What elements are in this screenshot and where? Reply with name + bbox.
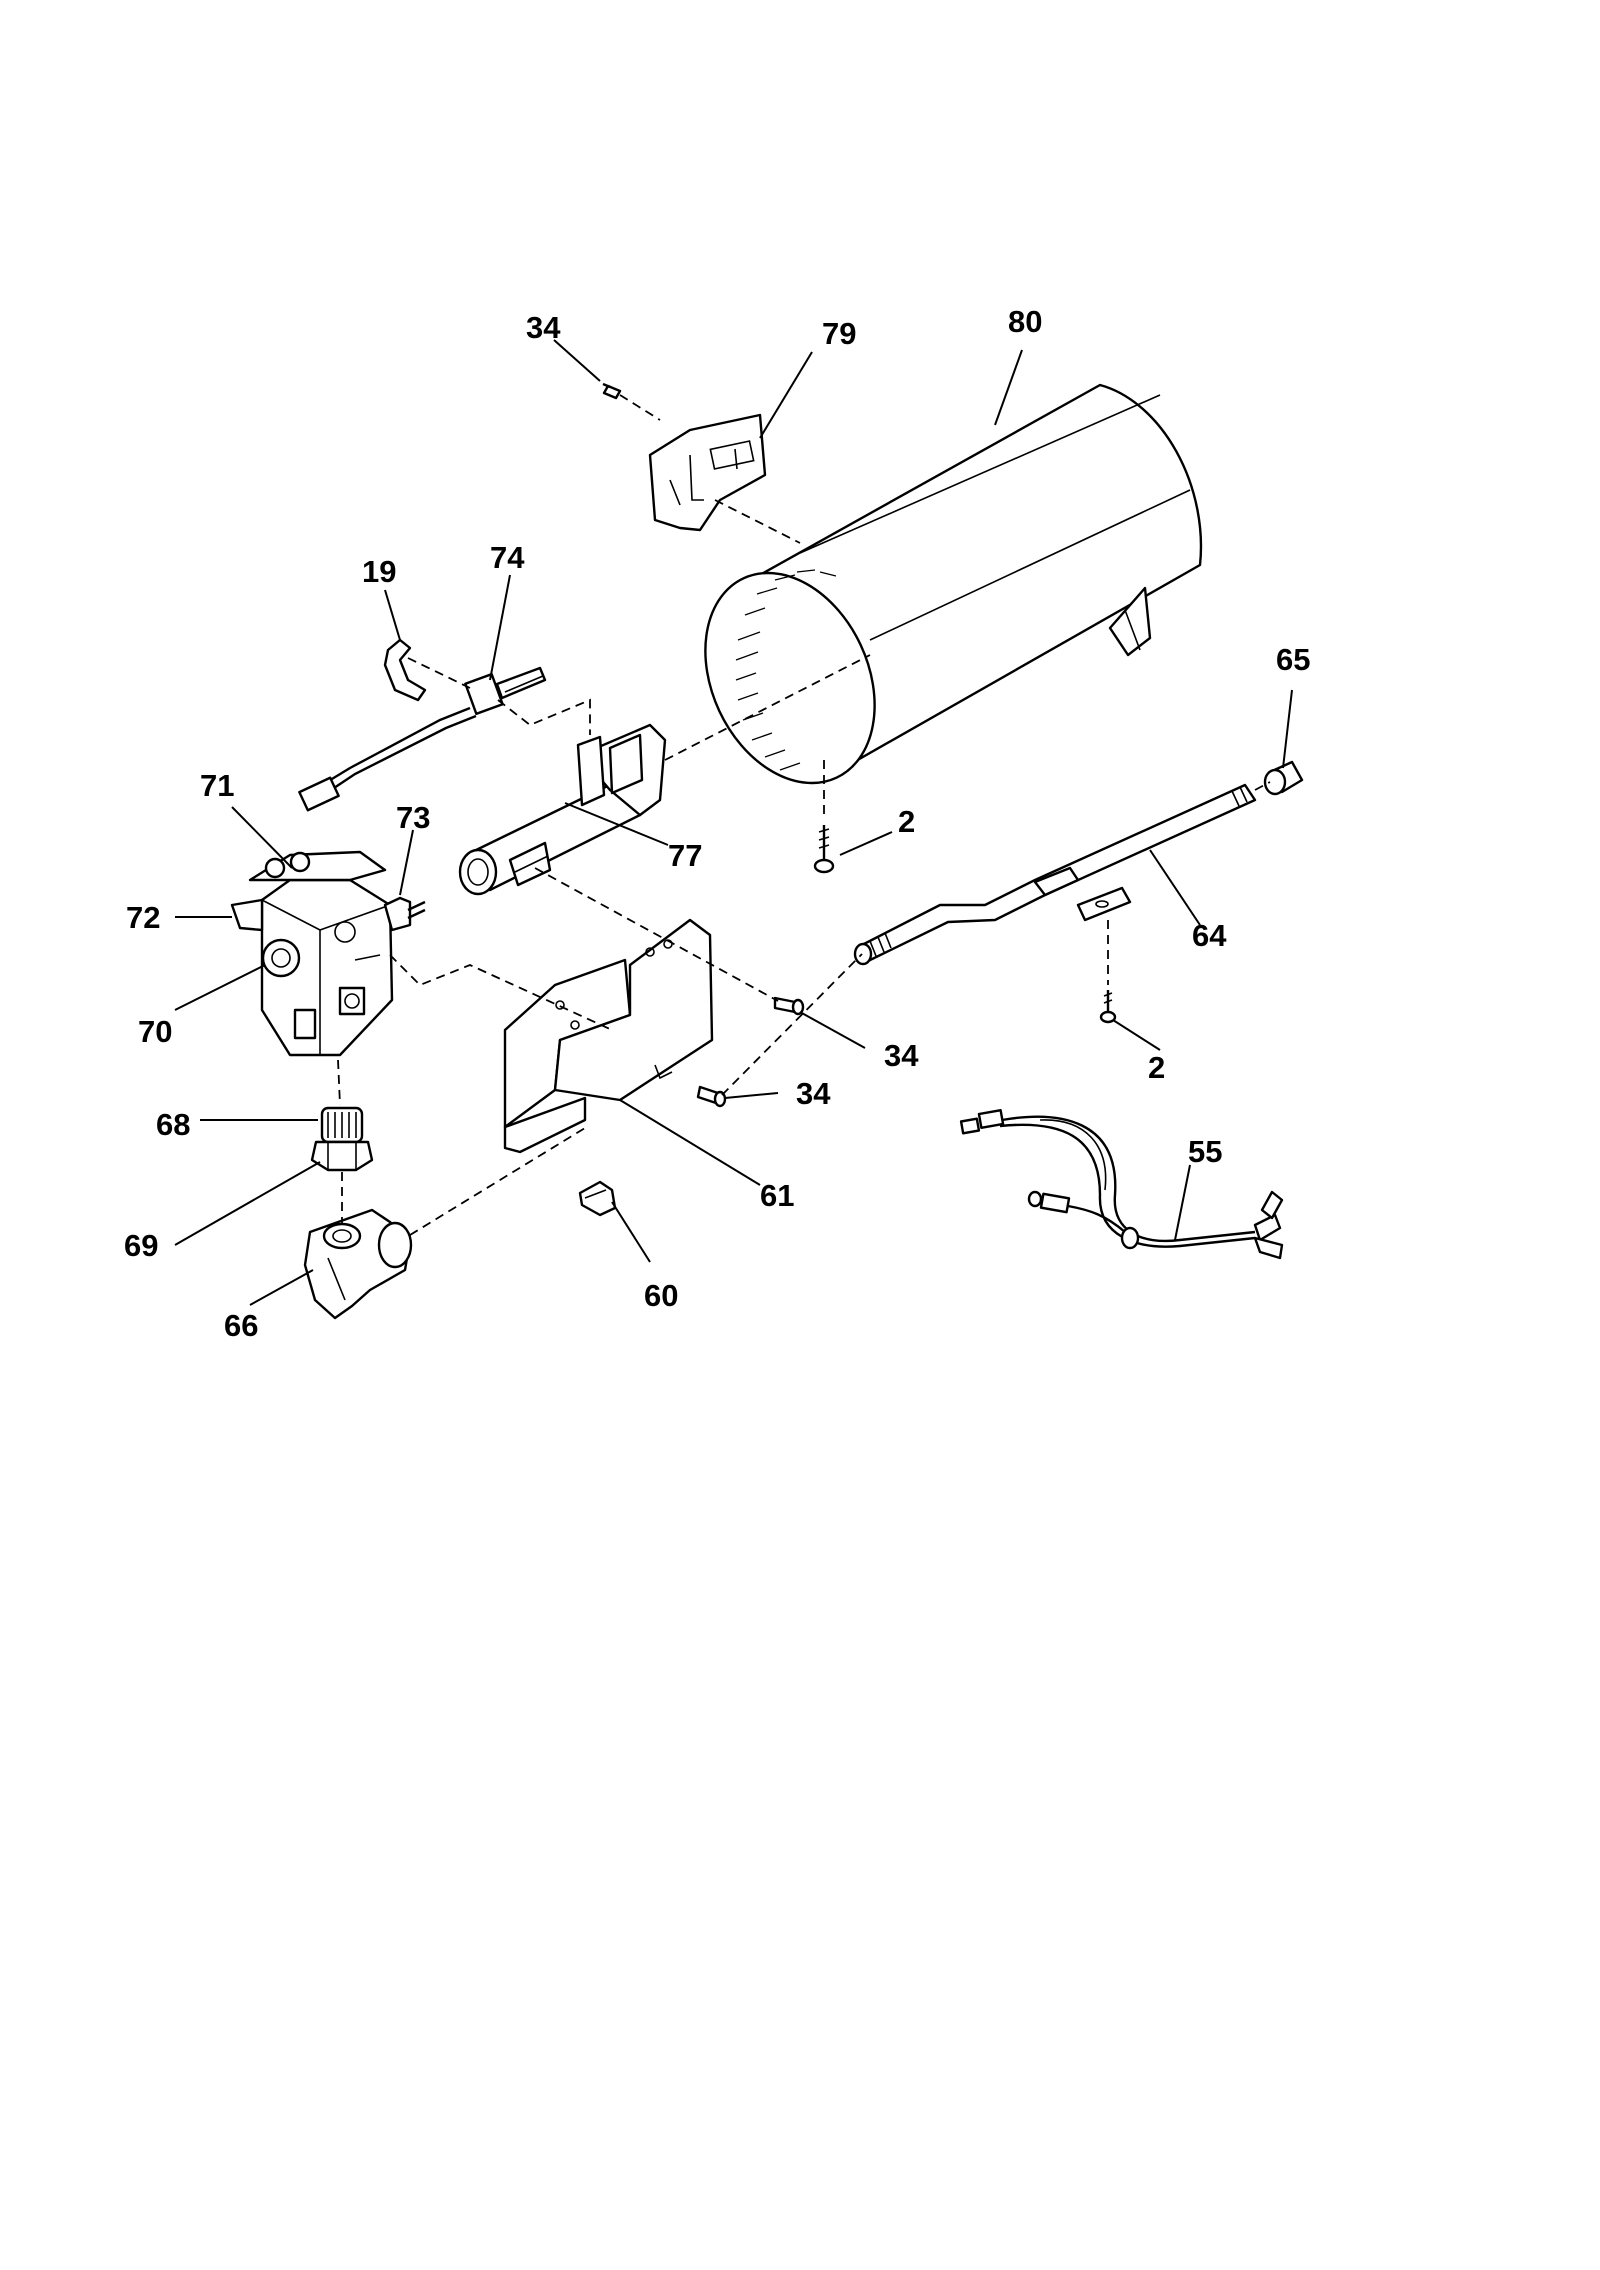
screw-34-top bbox=[602, 382, 622, 400]
callout-74: 74 bbox=[490, 540, 525, 575]
screw-34-mid bbox=[773, 996, 805, 1016]
part-64-gas-pipe bbox=[853, 783, 1257, 966]
callout-73: 73 bbox=[396, 800, 430, 835]
callout-2: 2 bbox=[898, 804, 915, 839]
callout-71: 71 bbox=[200, 768, 234, 803]
leader-lines bbox=[174, 339, 1293, 1306]
callout-19: 19 bbox=[362, 554, 396, 589]
callout-80: 80 bbox=[1008, 304, 1042, 339]
part-60-clip bbox=[578, 1180, 617, 1217]
part-55-wire-harness bbox=[959, 1108, 1284, 1260]
screw-34-lower bbox=[696, 1085, 727, 1108]
part-65-cap bbox=[1263, 760, 1304, 796]
screw-2-chamber bbox=[813, 825, 835, 874]
part-66-elbow bbox=[303, 1208, 413, 1320]
part-74-igniter bbox=[298, 666, 547, 812]
callout-2: 2 bbox=[1148, 1050, 1165, 1085]
callout-69: 69 bbox=[124, 1228, 158, 1263]
part-70-gas-valve bbox=[230, 850, 426, 1057]
part-80-combustion-chamber bbox=[704, 383, 1203, 785]
callout-79: 79 bbox=[822, 316, 856, 351]
callout-34: 34 bbox=[796, 1076, 831, 1111]
callout-66: 66 bbox=[224, 1308, 258, 1343]
callout-64: 64 bbox=[1192, 918, 1227, 953]
part-79-bracket bbox=[648, 413, 767, 532]
callout-60: 60 bbox=[644, 1278, 678, 1313]
part-77-burner-tube bbox=[458, 723, 667, 896]
callout-55: 55 bbox=[1188, 1134, 1222, 1169]
part-61-shield bbox=[503, 918, 714, 1154]
callout-77: 77 bbox=[668, 838, 702, 873]
assembly-lines bbox=[337, 394, 1271, 1236]
callout-65: 65 bbox=[1276, 642, 1310, 677]
callout-68: 68 bbox=[156, 1107, 190, 1142]
callout-34: 34 bbox=[526, 310, 561, 345]
part-19-clip bbox=[383, 638, 427, 702]
callout-61: 61 bbox=[760, 1178, 794, 1213]
callout-labels: 34 79 80 19 74 71 73 77 72 70 2 65 64 34… bbox=[124, 304, 1310, 1343]
part-69-nut bbox=[310, 1140, 374, 1172]
callout-70: 70 bbox=[138, 1014, 172, 1049]
callout-72: 72 bbox=[126, 900, 160, 935]
screw-2-pipe bbox=[1099, 990, 1117, 1024]
part-68-orifice bbox=[320, 1106, 364, 1144]
callout-34: 34 bbox=[884, 1038, 919, 1073]
